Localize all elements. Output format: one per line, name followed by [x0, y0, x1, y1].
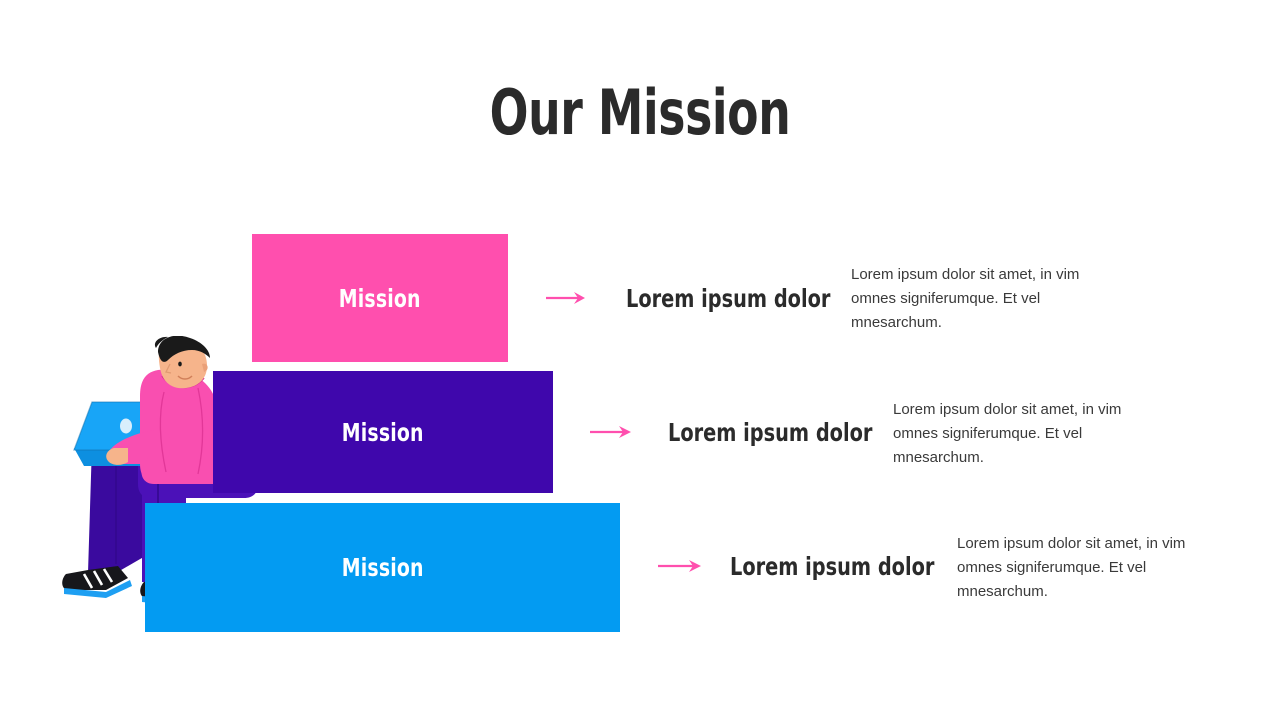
page-title: Our Mission	[489, 76, 791, 149]
mission-bar-3-label: Mission	[341, 553, 424, 582]
mission-bar-1-label: Mission	[339, 283, 421, 313]
arrow-right-icon	[590, 422, 632, 442]
row-2-body-text: Lorem ipsum dolor sit amet, in vim omnes…	[893, 401, 1122, 466]
row-3-body-text: Lorem ipsum dolor sit amet, in vim omnes…	[957, 535, 1186, 600]
row-2-heading: Lorem ipsum dolor	[668, 418, 873, 447]
mission-bar-2-label: Mission	[342, 417, 424, 447]
arrow-right-icon	[658, 556, 702, 576]
mission-bar-2[interactable]: Mission	[213, 371, 553, 493]
row-3-heading: Lorem ipsum dolor	[730, 552, 935, 581]
row-1-heading: Lorem ipsum dolor	[626, 284, 831, 313]
mission-bar-1[interactable]: Mission	[252, 234, 508, 362]
row-1-body-text: Lorem ipsum dolor sit amet, in vim omnes…	[851, 266, 1080, 331]
mission-bar-3[interactable]: Mission	[145, 503, 620, 632]
arrow-right-icon	[546, 288, 586, 308]
